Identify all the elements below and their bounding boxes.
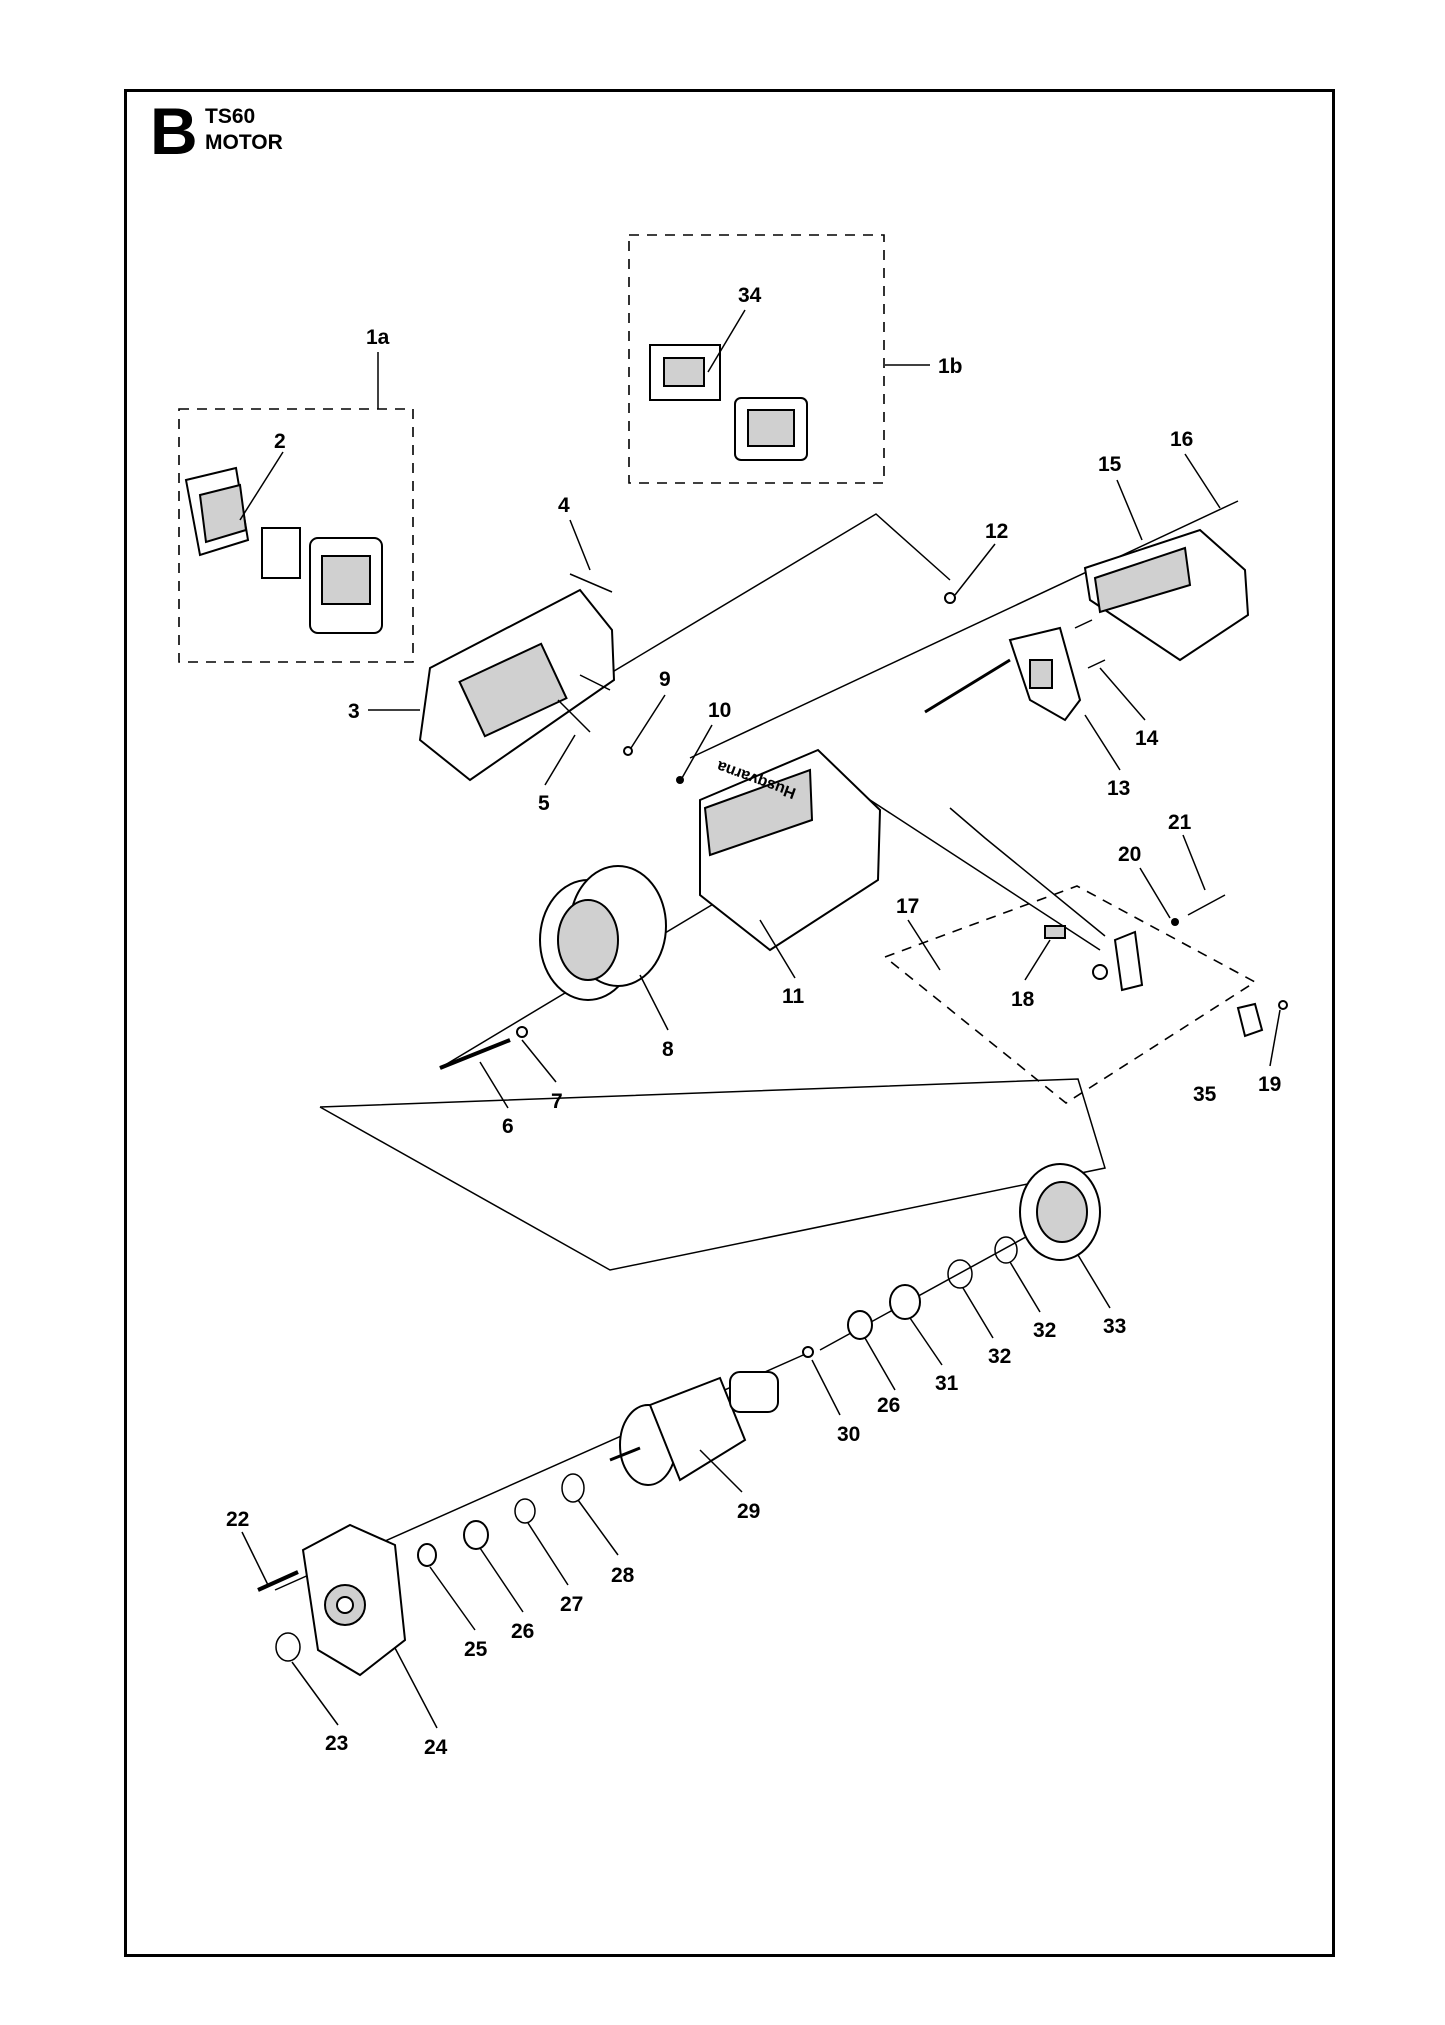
brush-18 <box>1044 925 1066 939</box>
callout-16: 16 <box>1170 428 1193 451</box>
oring-23 <box>275 1632 301 1662</box>
switch-bracket-part <box>184 466 383 634</box>
callout-32b: 32 <box>1033 1319 1056 1342</box>
screw-21 <box>1187 894 1226 916</box>
main-axis-upper <box>689 500 1239 759</box>
brush-holder-part <box>924 626 1082 722</box>
callout-22: 22 <box>226 1508 249 1531</box>
gear-housing-part <box>301 1523 407 1677</box>
screw-14b <box>1087 659 1106 669</box>
callout-23: 23 <box>325 1732 348 1755</box>
callout-6: 6 <box>502 1115 514 1138</box>
assembly-line-upper <box>578 513 951 693</box>
clip-35 <box>1236 1002 1264 1038</box>
callout-35: 35 <box>1193 1083 1217 1106</box>
baffle-33-part <box>1019 1163 1101 1261</box>
motor-housing-part: Husqvarna <box>699 748 882 952</box>
brush-spring-holder <box>1113 930 1144 992</box>
bearing-26-upper <box>847 1310 873 1340</box>
callout-5: 5 <box>538 792 550 815</box>
ring-27 <box>514 1498 536 1524</box>
callout-10: 10 <box>708 699 731 722</box>
stator-bolt-6 <box>439 1038 511 1070</box>
callout-15: 15 <box>1098 453 1122 476</box>
callout-3: 3 <box>348 700 360 723</box>
screw-19 <box>1278 1000 1288 1010</box>
screw-22 <box>257 1570 299 1592</box>
section-letter: B <box>150 94 198 168</box>
bearing-26-lower <box>463 1520 489 1550</box>
group-1b-box <box>628 234 885 484</box>
handle-housing-part <box>418 588 616 782</box>
callout-9: 9 <box>659 668 671 691</box>
callout-26-upper: 26 <box>877 1394 900 1417</box>
callout-13: 13 <box>1107 777 1130 800</box>
stator-part <box>539 865 667 1001</box>
group-17-box <box>883 885 1257 1104</box>
callout-27: 27 <box>560 1593 583 1616</box>
screw-14a <box>1074 619 1093 629</box>
callout-12: 12 <box>985 520 1008 543</box>
bearing-25 <box>417 1543 437 1567</box>
rear-cover-part <box>1083 528 1250 662</box>
assembly-line-lower <box>319 1078 1106 1271</box>
callout-30: 30 <box>837 1423 860 1446</box>
callout-24: 24 <box>424 1736 448 1759</box>
screw-9 <box>623 746 633 756</box>
screw-4 <box>569 573 613 593</box>
callout-18: 18 <box>1011 988 1035 1011</box>
callout-19: 19 <box>1258 1073 1281 1096</box>
diagram-frame <box>124 89 1335 1957</box>
callout-8: 8 <box>662 1038 674 1061</box>
ring-32a <box>947 1259 973 1289</box>
callout-17: 17 <box>896 895 919 918</box>
callout-33: 33 <box>1103 1315 1126 1338</box>
callout-21: 21 <box>1168 811 1192 834</box>
callout-14: 14 <box>1135 727 1159 750</box>
callout-1b: 1b <box>938 355 963 378</box>
callout-20: 20 <box>1118 843 1141 866</box>
callout-31: 31 <box>935 1372 959 1395</box>
washer-20 <box>1171 918 1179 926</box>
bearing-31 <box>889 1284 921 1320</box>
callout-25: 25 <box>464 1638 488 1661</box>
ring-28 <box>561 1473 585 1503</box>
callout-2: 2 <box>274 430 286 453</box>
model-label: TS60 <box>205 105 256 128</box>
callout-11: 11 <box>782 985 805 1008</box>
callout-7: 7 <box>551 1090 563 1113</box>
callout-32a: 32 <box>988 1345 1011 1368</box>
washer-7 <box>516 1026 528 1038</box>
part-30 <box>802 1346 814 1358</box>
group-1a-box <box>178 408 414 663</box>
callout-28: 28 <box>611 1564 635 1587</box>
screw-5 <box>557 699 591 733</box>
nut-12 <box>944 592 956 604</box>
leader-lines <box>239 309 1281 1729</box>
callout-26-lower: 26 <box>511 1620 534 1643</box>
callout-1a: 1a <box>366 326 390 349</box>
spring-part <box>1092 964 1108 980</box>
callout-34: 34 <box>738 284 762 307</box>
assembly-line-right <box>949 807 1106 937</box>
armature-part <box>609 1371 779 1486</box>
switch-assembly-part <box>649 344 808 461</box>
callout-4: 4 <box>558 494 570 517</box>
section-title: MOTOR <box>205 131 283 154</box>
ring-32b <box>994 1236 1018 1264</box>
callout-29: 29 <box>737 1500 760 1523</box>
